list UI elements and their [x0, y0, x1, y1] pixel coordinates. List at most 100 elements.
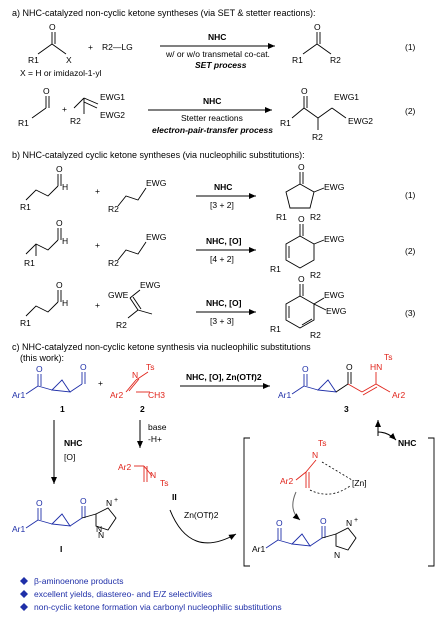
svg-text:Ts: Ts: [318, 438, 327, 448]
a1-catalyst: NHC: [208, 32, 226, 42]
svg-text:N: N: [96, 524, 102, 534]
c3-ar1: Ar1: [278, 390, 292, 400]
svg-text:EWG: EWG: [324, 234, 344, 244]
svg-text:R1: R1: [276, 212, 287, 222]
svg-text:EWG: EWG: [146, 232, 166, 242]
a2-reactant-alkene: [73, 97, 99, 114]
c-II-ar2: Ar2: [118, 462, 132, 472]
a1-number: (1): [405, 42, 416, 52]
compound-2: N: [125, 370, 150, 393]
a1-process: SET process: [195, 60, 247, 70]
svg-text:N: N: [312, 450, 318, 460]
compound-3-label: 3: [344, 404, 349, 414]
section-c-title-2: (this work):: [20, 353, 64, 363]
b3-number: (3): [405, 308, 416, 318]
svg-text:N: N: [334, 550, 340, 560]
a1-r1-label: R1: [28, 55, 39, 65]
compound-1-label: 1: [60, 404, 65, 414]
a2-process: electron-pair-transfer process: [152, 125, 273, 135]
svg-text:O: O: [56, 218, 63, 228]
a2-reactant-aldehyde: O: [31, 86, 50, 119]
svg-text:R2: R2: [310, 270, 321, 280]
section-a-title: a) NHC-catalyzed non-cyclic ketone synth…: [12, 8, 315, 18]
svg-text:EWG: EWG: [324, 182, 344, 192]
c3-ts: Ts: [384, 352, 393, 362]
svg-text:EWG: EWG: [326, 306, 346, 316]
a1-prod-r1: R1: [292, 55, 303, 65]
svg-text:O: O: [43, 86, 50, 96]
bullet-icon-1: [20, 577, 28, 585]
bullet-2: excellent yields, diastereo- and E/Z sel…: [34, 589, 212, 599]
section-b-title: b) NHC-catalyzed cyclic ketone syntheses…: [12, 150, 305, 160]
a2-ewg1: EWG1: [100, 92, 125, 102]
intermediate-II: N Ts Ar2: [118, 462, 169, 488]
c3-hn: HN: [370, 362, 382, 372]
svg-text:GWE: GWE: [108, 290, 129, 300]
b1-product-cyclopentanone: O EWG R1 R2: [276, 162, 344, 222]
a1-x-label: X: [66, 55, 72, 65]
svg-text:R1: R1: [20, 202, 31, 212]
svg-text:O: O: [346, 362, 353, 372]
svg-text:+: +: [95, 186, 100, 196]
svg-text:EWG: EWG: [324, 290, 344, 300]
svg-text:Ar2: Ar2: [280, 476, 294, 486]
intermediate-I-label: I: [60, 544, 62, 554]
svg-text:R2: R2: [108, 258, 119, 268]
b1-number: (1): [405, 190, 416, 200]
section-c-title-1: c) NHC-catalyzed non-cyclic ketone synth…: [12, 342, 311, 352]
svg-text:R1: R1: [270, 324, 281, 334]
a1-condition: w/ or w/o transmetal co-cat.: [165, 49, 270, 59]
svg-text:N: N: [106, 498, 112, 508]
bullet-icon-2: [20, 590, 28, 598]
b2-catalyst: NHC, [O]: [206, 236, 242, 246]
c2-ts: Ts: [146, 362, 155, 372]
b3-alkene: GWE EWG R2: [108, 280, 160, 330]
a1-plus: +: [88, 42, 93, 52]
b2-enal: O H R1: [24, 218, 68, 268]
svg-text:+: +: [62, 104, 67, 114]
b1-alkene: EWG R2: [108, 178, 166, 214]
svg-text:N: N: [346, 518, 352, 528]
svg-text:O: O: [80, 362, 87, 372]
c-II-n: N: [150, 470, 156, 480]
b3-enal: O H R1: [20, 280, 68, 328]
a1-note: X = H or imidazol-1-yl: [20, 68, 102, 78]
svg-text:R1: R1: [270, 264, 281, 274]
bullet-1: β-aminoenone products: [34, 576, 123, 586]
svg-text:H: H: [62, 236, 68, 246]
c-oxidant-label: [O]: [64, 452, 75, 462]
svg-text:R2: R2: [310, 330, 321, 340]
b1-condition: [3 + 2]: [210, 200, 234, 210]
a2-condition: Stetter reactions: [181, 113, 243, 123]
svg-text:+: +: [114, 497, 118, 504]
a1-product-ketone: O: [302, 22, 332, 55]
c-ar1-label: Ar1: [12, 390, 26, 400]
b2-alkene: EWG R2: [108, 232, 166, 268]
svg-text:H: H: [62, 298, 68, 308]
c-nhc-release-arrow: [377, 431, 397, 441]
b3-catalyst: NHC, [O]: [206, 298, 242, 308]
svg-text:+: +: [95, 300, 100, 310]
a2-ewg2: EWG2: [100, 110, 125, 120]
svg-text:O: O: [298, 162, 305, 172]
c3-ar2: Ar2: [392, 390, 406, 400]
bullet-3: non-cyclic ketone formation via carbonyl…: [34, 602, 282, 612]
svg-text:+: +: [354, 517, 358, 524]
svg-text:R1: R1: [20, 318, 31, 328]
svg-text:O: O: [302, 364, 309, 374]
svg-text:Ar1: Ar1: [252, 544, 266, 554]
svg-text:O: O: [80, 496, 87, 506]
a1-prod-r2: R2: [330, 55, 341, 65]
bracket-intermediate: N Ts Ar2 [Zn] O O N + N Ar1: [243, 437, 435, 567]
c-minush-label: -H+: [148, 434, 162, 444]
b2-product-cyclohexenone: O EWG R1 R2: [270, 214, 344, 280]
svg-text:EWG2: EWG2: [348, 116, 373, 126]
compound-3: O O: [291, 362, 391, 396]
compound-1: O O: [25, 362, 87, 395]
b1-enal: O H R1: [20, 164, 68, 212]
a2-product: O: [291, 86, 347, 130]
svg-text:R2: R2: [310, 212, 321, 222]
svg-text:O: O: [298, 214, 305, 224]
c-zn-arrow: [169, 509, 237, 544]
b3-product-cyclohexadienone: O EWG EWG R1 R2: [270, 274, 346, 340]
